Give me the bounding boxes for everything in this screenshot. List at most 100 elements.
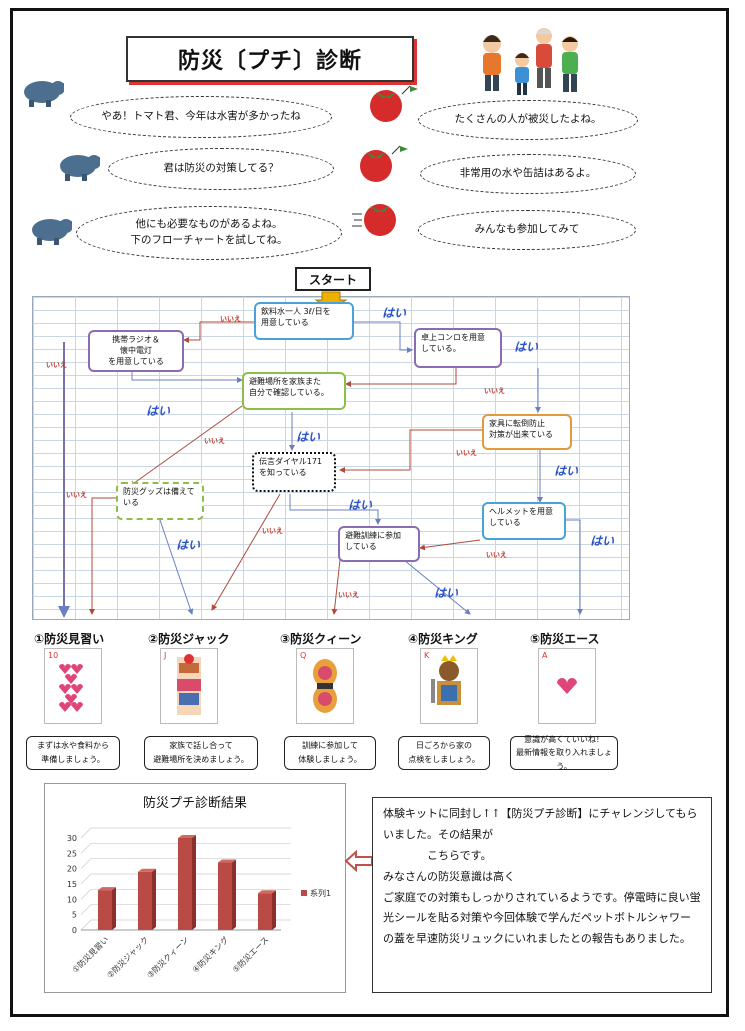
yes-label: はい (382, 306, 407, 320)
yes-label: はい (176, 538, 201, 552)
chart-bar (138, 871, 152, 930)
speech-bubble: たくさんの人が被災したよね。 (418, 100, 638, 140)
advice-box: 日ごろから家の 点検をしましょう。 (398, 736, 490, 770)
no-label: いいえ (262, 527, 283, 535)
y-tick-label: 15 (67, 880, 77, 889)
flow-node-shelter: 避難場所を家族また 自分で確認している。 (242, 372, 346, 410)
no-label: いいえ (484, 387, 505, 395)
playing-card-king: K (420, 648, 478, 724)
yes-label: はい (146, 404, 171, 418)
y-tick-label: 20 (67, 865, 77, 874)
no-label: いいえ (456, 449, 477, 457)
tomato-icon (370, 85, 418, 122)
legend-label: 系列1 (310, 888, 331, 898)
chart-bar-top (218, 859, 236, 863)
category-title: ④防災キング (408, 632, 478, 646)
speech-bubble: みんなも参加してみて (418, 210, 636, 250)
rhino-icon (60, 155, 100, 181)
chart-bar (218, 862, 232, 930)
flow-node-helmet: ヘルメットを用意 している (482, 502, 566, 540)
x-tick-label: ④防災キング (190, 934, 230, 974)
no-label: いいえ (46, 361, 67, 369)
flow-node-stove: 卓上コンロを用意 している。 (414, 328, 502, 368)
report-line: みなさんの防災意識は高く (383, 869, 515, 883)
yes-label: はい (554, 464, 579, 478)
report-line: 体験キットに同封し↑↑【防災プチ診断】にチャレンジしてもらいました。その結果が (383, 807, 698, 841)
legend-swatch (301, 890, 307, 896)
yes-label: はい (590, 534, 615, 548)
chart-bar-top (178, 835, 196, 838)
rhino-icon (24, 81, 64, 107)
page-title: 防災〔プチ〕診断 (126, 36, 414, 82)
x-tick-label: ②防災ジャック (105, 934, 151, 980)
chart-bar (178, 838, 192, 930)
chart-bar-side (272, 890, 276, 930)
y-tick-label: 25 (67, 849, 77, 858)
chart-bar-top (98, 887, 116, 891)
no-label: いいえ (66, 491, 87, 499)
speech-bubble: 非常用の水や缶詰はあるよ。 (420, 154, 636, 194)
chart-bar-top (258, 890, 276, 894)
flow-node-furniture: 家具に転倒防止 対策が出来ている (482, 414, 572, 450)
no-label: いいえ (486, 551, 507, 559)
no-label: いいえ (220, 315, 241, 323)
flow-node-dial: 伝言ダイヤル171 を知っている (252, 452, 336, 492)
category-title: ③防災クィーン (280, 632, 362, 646)
report-line: こちらです。 (427, 848, 492, 862)
advice-box: まずは水や食料から 準備しましょう。 (26, 736, 120, 770)
king-figure-icon (431, 655, 461, 705)
y-tick-label: 10 (67, 895, 77, 904)
flow-node-goods: 防災グッズは備えて いる (116, 482, 204, 520)
flowchart-arrows (58, 291, 583, 618)
advice-box: 訓練に参加して 体験しましょう。 (284, 736, 376, 770)
x-tick-label: ⑤防災エース (230, 934, 270, 974)
chart-bar (98, 890, 112, 930)
x-tick-label: ①防災見習い (70, 934, 110, 974)
y-tick-label: 0 (72, 926, 77, 935)
yes-label: はい (514, 340, 539, 354)
yes-label: はい (296, 430, 321, 444)
page-frame (10, 8, 729, 1017)
rhino-icon (32, 219, 72, 245)
chart-title: 防災プチ診断結果 (142, 796, 247, 811)
jack-figure-icon (177, 654, 201, 715)
speech-bubble: やあ！トマト君、今年は水害が多かったね (70, 96, 332, 138)
queen-figure-icon (313, 659, 337, 713)
chart-bar-side (112, 887, 116, 930)
report-line: ご家庭での対策もしっかりされているようです。停電時に良い蛍光シールを貼る対策や今… (383, 890, 701, 946)
yes-label: はい (434, 586, 459, 600)
tomato-icon (360, 145, 408, 182)
left-arrow-icon (344, 850, 373, 872)
y-tick-label: 30 (67, 834, 77, 843)
advice-box: 意識が高くていいね！ 最新情報を取り入れましょう。 (510, 735, 618, 771)
x-tick-label: ③防災クィーン (145, 934, 191, 980)
tomato-icon (352, 204, 396, 236)
chart-bar-top (138, 868, 156, 872)
no-label: いいえ (338, 591, 359, 599)
playing-card-queen: Q (296, 648, 354, 724)
y-tick-label: 5 (72, 911, 77, 920)
chart-bar (258, 893, 272, 930)
chart-bar-side (152, 868, 156, 930)
category-title: ⑤防災エース (530, 632, 600, 646)
no-label: いいえ (204, 437, 225, 445)
category-title: ②防災ジャック (148, 632, 230, 646)
speech-bubble: 君は防災の対策してる？ (108, 148, 334, 190)
flow-node-drill: 避難訓練に参加 している (338, 526, 420, 562)
playing-card-jack: J (160, 648, 218, 724)
heart-icon (557, 678, 577, 694)
report-text-box: 体験キットに同封し↑↑【防災プチ診断】にチャレンジしてもらいました。その結果が … (372, 797, 712, 993)
flow-start-label: スタート (295, 267, 371, 291)
playing-card-ten: 10 (44, 648, 102, 724)
family-illustration (483, 28, 578, 95)
chart-bar-side (192, 835, 196, 930)
yes-label: はい (348, 498, 373, 512)
advice-box: 家族で話し合って 避難場所を決めましょう。 (144, 736, 258, 770)
heart-icon (59, 664, 83, 712)
flow-node-radio: 携帯ラジオ＆ 懐中電灯 を用意している (88, 330, 184, 372)
chart-bar-side (232, 859, 236, 930)
flow-node-water: 飲料水一人 3ℓ/日を 用意している (254, 302, 354, 340)
speech-bubble: 他にも必要なものがあるよね。 下のフローチャートを試してね。 (76, 206, 342, 260)
